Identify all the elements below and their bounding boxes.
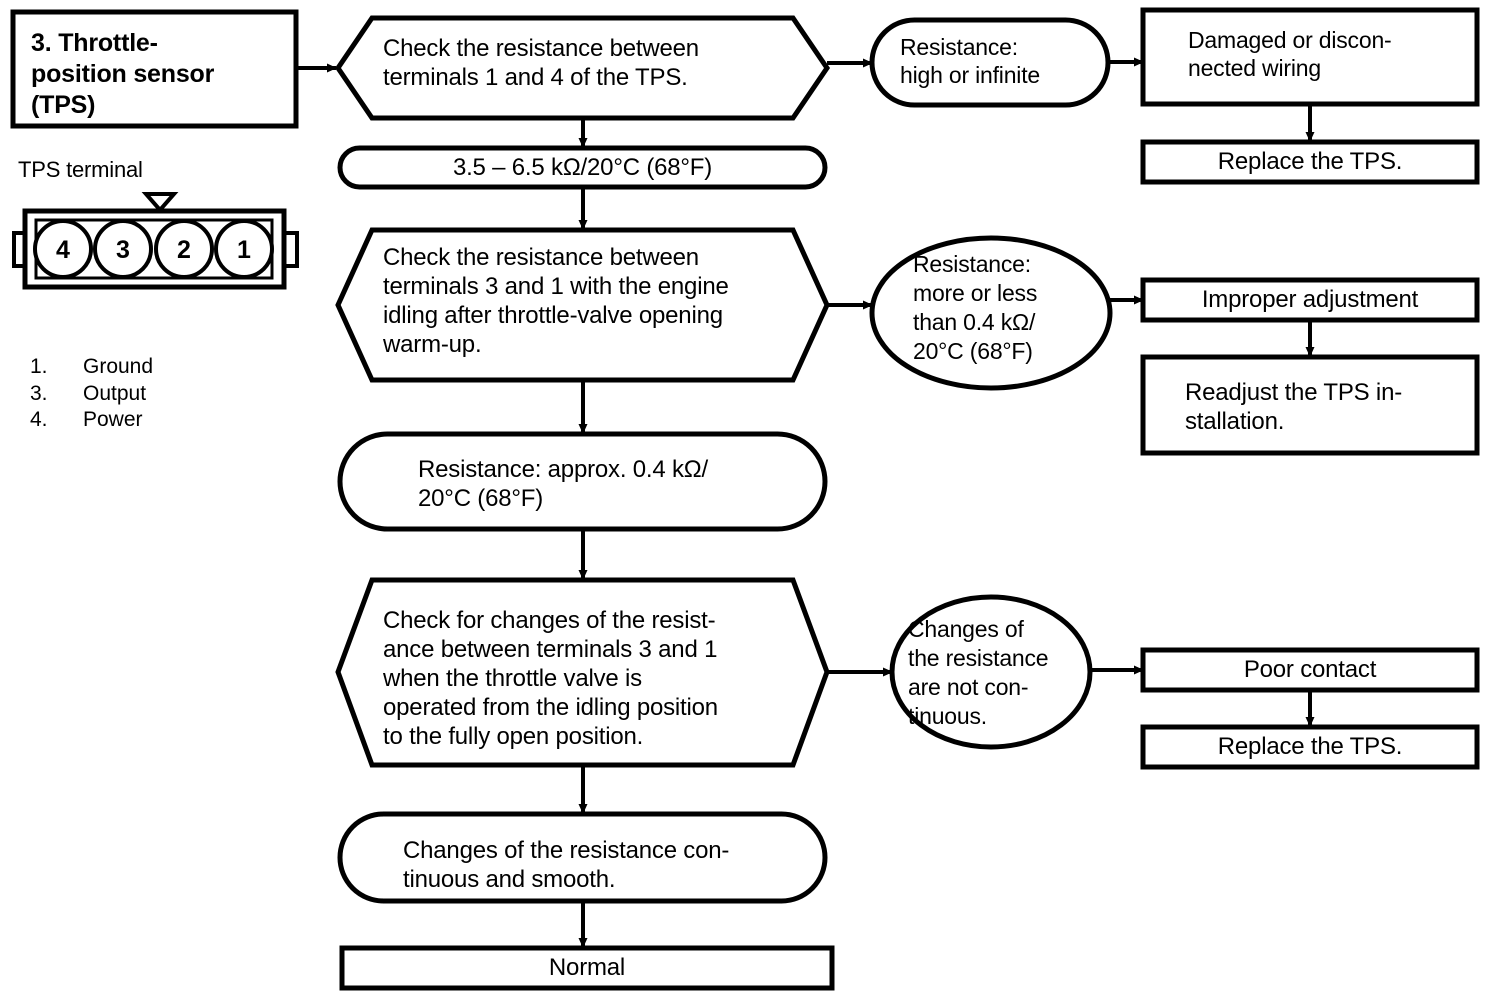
connector-caption: TPS terminal [18,157,143,182]
cause3-box-shape [1140,647,1480,693]
action2-box-shape [1140,354,1480,456]
legend-item-3-number: 3. [30,382,48,405]
cause2-label: Improper adjustment [1201,286,1419,313]
terminal-circle-3 [93,219,153,279]
legend-item-1-name: Ground [83,355,154,378]
legend-item-4-number: 4. [30,408,48,431]
spec2-label: Resistance: approx. 0.4 kΩ/ 20°C (68°F) [418,456,709,512]
result-box-shape [339,945,835,991]
terminal-circle-1 [214,219,274,279]
check1-hexagon-shape [334,15,831,121]
terminal-label-1: 1 [237,236,251,264]
branch3-label: Changes of the resistance are not con- t… [908,616,1049,729]
terminal-circle-4 [33,219,93,279]
connector-key-triangle [141,192,179,214]
action3-box-shape [1140,724,1480,770]
cause3-label: Poor contact [1243,656,1377,683]
title-box-shape [10,9,299,129]
action3-label: Replace the TPS. [1217,733,1403,760]
terminal-label-4: 4 [56,236,70,264]
check2-hexagon-shape [335,227,830,383]
terminal-label-2: 2 [177,236,191,264]
action1-label: Replace the TPS. [1217,148,1403,175]
branch2-label: Resistance: more or less than 0.4 kΩ/ 20… [913,251,1038,364]
cause1-label: Damaged or discon- nected wiring [1188,27,1392,81]
terminal-circle-2 [154,219,214,279]
branch1-label: Resistance: high or infinite [900,34,1040,88]
legend-item-4-name: Power [83,408,143,431]
action2-label: Readjust the TPS in- stallation. [1185,379,1403,435]
legend-item-3-name: Output [83,382,147,405]
legend-item-1-number: 1. [30,355,48,378]
terminal-label-3: 3 [116,236,130,264]
check3-hexagon-shape [335,577,830,768]
check1-label: Check the resistance between terminals 1… [383,35,699,91]
spec1-label: 3.5 – 6.5 kΩ/20°C (68°F) [452,154,713,181]
check2-label: Check the resistance between terminals 3… [383,244,729,358]
spec3-label: Changes of the resistance con- tinuous a… [403,837,730,893]
check3-label: Check for changes of the resist- ance be… [383,607,718,750]
branch2-ellipse-shape [869,235,1113,391]
action1-box-shape [1140,139,1480,185]
title-box-label: 3. Throttle- position sensor (TPS) [31,29,215,119]
result-label: Normal [548,954,626,981]
